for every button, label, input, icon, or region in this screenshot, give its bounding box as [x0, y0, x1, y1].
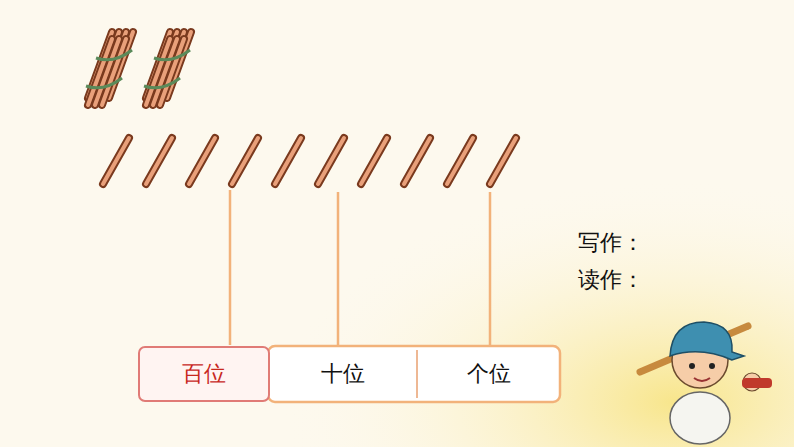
stick: [189, 138, 215, 184]
leader-lines: [230, 190, 490, 345]
stick: [275, 138, 301, 184]
stick-outline: [361, 138, 387, 184]
divider: [416, 350, 418, 398]
stick: [404, 138, 430, 184]
bundle-band: [96, 50, 132, 60]
stick-outline: [103, 138, 129, 184]
stick-outline: [160, 39, 184, 105]
leader-line: [229, 190, 232, 345]
leader-line: [337, 192, 340, 345]
answer-prompt: 读作：: [578, 265, 644, 295]
hundreds-place: 百位: [138, 346, 270, 402]
leader-line: [489, 192, 492, 345]
bundle-band: [154, 50, 190, 60]
stick-outline: [189, 138, 215, 184]
answer-prompt: 写作：: [578, 228, 644, 258]
stick: [318, 138, 344, 184]
stick: [160, 39, 184, 105]
place-name: 个位: [467, 359, 511, 389]
stick: [102, 39, 126, 105]
stick-bundles: [86, 32, 191, 105]
bundle-band: [144, 78, 180, 88]
stick-outline: [102, 39, 126, 105]
stick: [447, 138, 473, 184]
tens-place: 十位: [270, 348, 416, 400]
baseball-kid: [640, 322, 772, 444]
stick-outline: [490, 138, 516, 184]
place-name: 百位: [182, 359, 226, 389]
bundle-band: [86, 78, 122, 88]
stick-outline: [447, 138, 473, 184]
ones-place: 个位: [419, 348, 558, 400]
stick: [146, 138, 172, 184]
stick: [490, 138, 516, 184]
stick-outline: [232, 138, 258, 184]
stick: [103, 138, 129, 184]
stick-outline: [146, 138, 172, 184]
stick: [232, 138, 258, 184]
stick: [361, 138, 387, 184]
stick-outline: [275, 138, 301, 184]
stick-outline: [404, 138, 430, 184]
stick-outline: [318, 138, 344, 184]
place-name: 十位: [321, 359, 365, 389]
single-sticks: [103, 138, 516, 184]
place-value-frame: [268, 346, 560, 402]
